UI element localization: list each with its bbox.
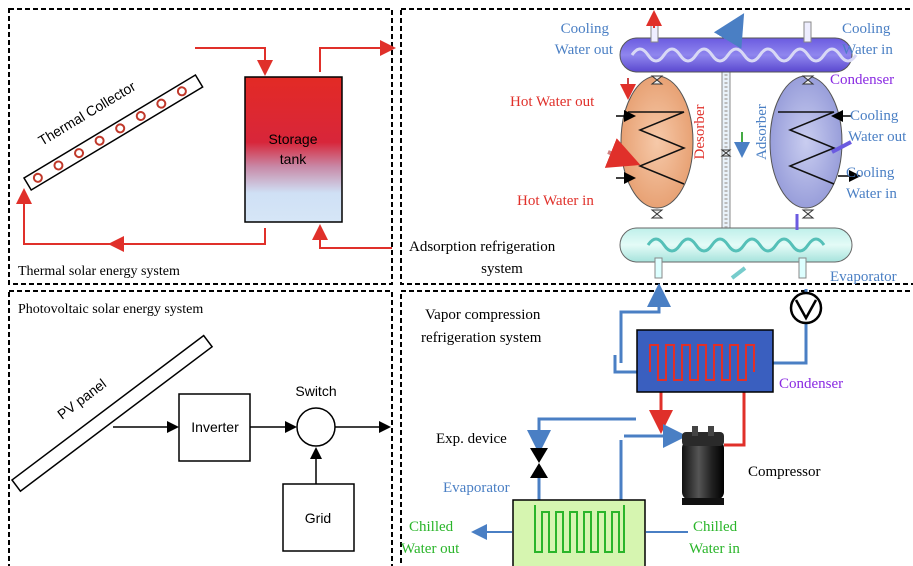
- compressor-label: Compressor: [748, 464, 821, 480]
- thermal-panel-border: [8, 8, 393, 285]
- adsorber-cooling-out-label-1: Cooling: [846, 165, 895, 181]
- inverter-box: [178, 393, 251, 462]
- thermal-collector: [22, 73, 204, 192]
- adsorber-vessel: [769, 75, 843, 209]
- switch-circle: [296, 407, 336, 447]
- desorber-label: Desorber: [692, 105, 708, 160]
- vapor-pipes: [471, 283, 808, 540]
- chilled-out-label-2: Water out: [401, 541, 460, 557]
- expansion-valve-icon: [530, 448, 548, 478]
- exp-device-label: Exp. device: [436, 431, 507, 447]
- hot-water-out-label: Hot Water out: [510, 94, 595, 110]
- chilled-in-label-2: Water in: [689, 541, 740, 557]
- compressor-icon: [682, 426, 724, 505]
- vapor-system-label-1: Vapor compression: [425, 307, 541, 323]
- adsorption-panel-border: [400, 8, 913, 285]
- thermal-pipes: [16, 40, 396, 252]
- thermal-collector-label: Thermal Collector: [35, 78, 138, 149]
- adsorption-condenser: [619, 37, 853, 73]
- grid-label: Grid: [305, 510, 331, 526]
- adsorber-cooling-out-label-2: Water in: [846, 186, 897, 202]
- storage-tank-label-2: tank: [280, 151, 307, 167]
- desorber-vessel: [620, 75, 694, 209]
- chilled-out-label-1: Chilled: [409, 519, 454, 535]
- adsorber-cooling-in-label-2: Water out: [848, 129, 907, 145]
- vapor-condenser-label: Condenser: [779, 376, 843, 392]
- grid-box: [282, 483, 355, 552]
- pv-panel: [10, 334, 214, 493]
- adsorption-cooling-out-label-1: Cooling: [561, 21, 610, 37]
- adsorption-cooling-out-label-2: Water out: [555, 42, 614, 58]
- adsorption-cooling-in-label-1: Cooling: [842, 21, 891, 37]
- pump-icon: [789, 291, 823, 325]
- adsorption-evaporator: [619, 227, 853, 263]
- switch-label: Switch: [295, 383, 336, 399]
- storage-tank: [244, 76, 343, 223]
- adsorption-condenser-label: Condenser: [830, 72, 894, 88]
- vapor-evaporator: [512, 499, 646, 566]
- adsorption-system-label-2: system: [481, 261, 523, 277]
- vapor-system-label-2: refrigeration system: [421, 330, 542, 346]
- pv-section-label: Photovoltaic solar energy system: [18, 302, 203, 317]
- adsorption-unit: Desorber Adsorber: [604, 10, 861, 280]
- thermal-section-label: Thermal solar energy system: [18, 264, 180, 279]
- chilled-in-label-1: Chilled: [693, 519, 738, 535]
- adsorption-cooling-in-label-2: Water in: [842, 42, 893, 58]
- adsorber-label: Adsorber: [754, 104, 770, 160]
- pv-panel-border: [8, 290, 393, 566]
- inverter-label: Inverter: [191, 419, 239, 435]
- storage-tank-label-1: Storage: [268, 131, 317, 147]
- vapor-evaporator-label: Evaporator: [443, 480, 510, 496]
- adsorber-cooling-in-label-1: Cooling: [850, 108, 899, 124]
- adsorption-system-label-1: Adsorption refrigeration: [409, 239, 556, 255]
- hot-water-in-label: Hot Water in: [517, 193, 594, 209]
- adsorption-evaporator-label: Evaporator: [830, 269, 897, 285]
